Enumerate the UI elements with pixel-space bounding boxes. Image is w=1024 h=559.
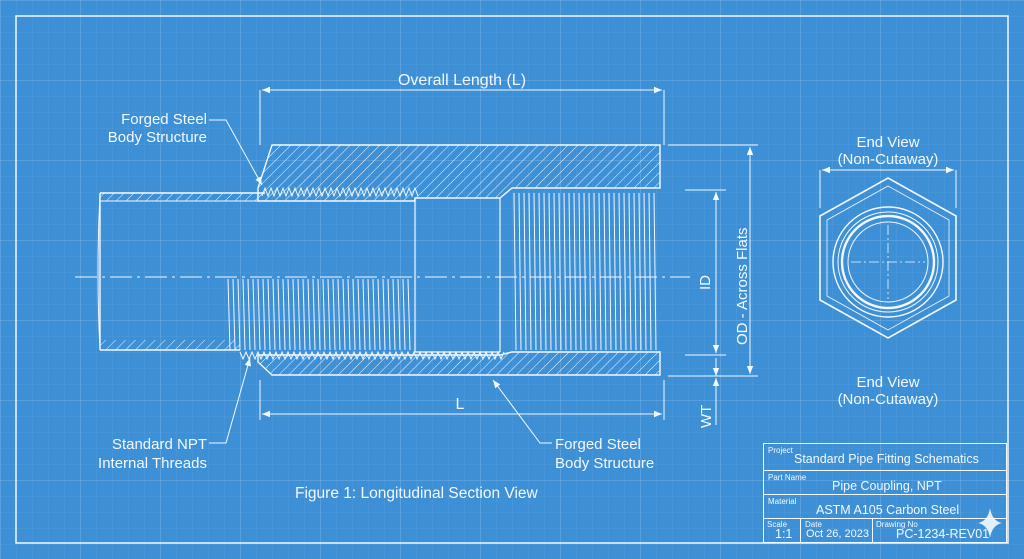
leader-forged-top	[209, 119, 263, 186]
npt-threads-label-line2: Internal Threads	[98, 455, 207, 472]
date-cell: Date Oct 26, 2023	[800, 519, 873, 542]
date-label: Date	[805, 520, 822, 529]
material-label: Material	[768, 497, 797, 506]
thread-teeth-top	[261, 186, 419, 198]
end-view-top-line2: (Non-Cutaway)	[837, 151, 939, 168]
drawing-no-cell: Drawing No PC-1234-REV01	[872, 519, 1008, 542]
thread-teeth-bottom	[239, 350, 505, 361]
scale-value: 1:1	[775, 527, 793, 541]
leader-npt	[209, 357, 251, 444]
wt-label: WT	[698, 404, 715, 428]
length-label: L	[455, 396, 465, 413]
title-block: Project Standard Pipe Fitting Schematics…	[763, 443, 1007, 543]
right-internal-threads	[513, 192, 657, 351]
project-label: Project	[768, 446, 793, 455]
scale-label: Scale	[767, 520, 788, 529]
date-value: Oct 26, 2023	[806, 528, 869, 540]
forged-steel-top-label-line1: Forged Steel	[121, 111, 207, 128]
forged-steel-top-label-line2: Body Structure	[107, 129, 207, 146]
overall-length-label: Overall Length (L)	[397, 72, 527, 89]
figure-caption: Figure 1: Longitudinal Section View	[295, 485, 538, 502]
coupling-bottom-wall	[257, 351, 661, 376]
coupling-top-wall	[257, 144, 661, 202]
project-value: Standard Pipe Fitting Schematics	[794, 452, 979, 466]
end-view-bottom-line1: End View	[856, 374, 920, 391]
material-value: ASTM A105 Carbon Steel	[816, 503, 960, 517]
forged-steel-bottom-label-line1: Forged Steel	[555, 436, 641, 453]
end-view-top-line1: End View	[856, 134, 920, 151]
title-block-part-row: Part Name Pipe Coupling, NPT	[764, 471, 1006, 495]
sparkle-icon	[978, 508, 1002, 538]
drawing-border	[15, 15, 1009, 544]
end-view-hexagon	[819, 177, 957, 339]
scale-cell: Scale 1:1	[764, 519, 801, 542]
part-name-value: Pipe Coupling, NPT	[832, 479, 942, 493]
left-internal-threads	[227, 278, 411, 351]
od-label: OD - Across Flats	[734, 227, 751, 345]
leader-forged-bottom	[492, 379, 552, 444]
end-view-bottom-line2: (Non-Cutaway)	[837, 391, 939, 408]
id-label: ID	[697, 275, 714, 290]
drawing-no-value: PC-1234-REV01	[896, 527, 990, 541]
drawing-no-label: Drawing No	[876, 520, 918, 529]
title-block-project-row: Project Standard Pipe Fitting Schematics	[764, 444, 1006, 471]
title-block-material-row: Material ASTM A105 Carbon Steel	[764, 495, 1006, 519]
npt-threads-label-line1: Standard NPT	[111, 436, 207, 453]
title-block-bottom-row: Scale 1:1 Date Oct 26, 2023 Drawing No P…	[764, 519, 1006, 542]
part-name-label: Part Name	[768, 473, 807, 482]
forged-steel-bottom-label-line2: Body Structure	[555, 455, 655, 472]
